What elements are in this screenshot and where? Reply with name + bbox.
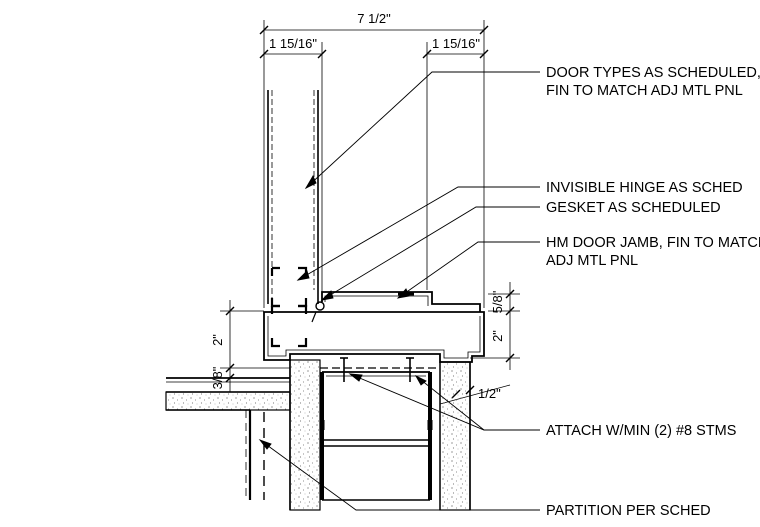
dimension-right-vertical — [470, 282, 520, 370]
leader-gasket — [320, 206, 540, 301]
leader-partition — [258, 439, 540, 511]
leader-door-types — [304, 71, 540, 190]
adjacent-partition — [165, 377, 291, 500]
dimension-jamb-return-label: 5/8" — [490, 290, 505, 313]
leader-jamb — [396, 241, 540, 299]
leader-attach — [348, 373, 540, 431]
dimension-jamb-depth-left-label: 2" — [210, 334, 225, 346]
note-hinge: INVISIBLE HINGE AS SCHED — [546, 180, 743, 196]
hinge-marker-upper — [270, 266, 308, 308]
leader-hinge — [296, 186, 540, 281]
note-partition: PARTITION PER SCHED — [546, 503, 711, 519]
dimension-right-leaf — [422, 42, 489, 290]
steel-stud — [319, 371, 433, 501]
note-jamb-line2: ADJ MTL PNL — [546, 253, 638, 269]
dimension-left-leaf-label: 1 15/16" — [269, 36, 317, 51]
hm-door-jamb — [263, 291, 485, 363]
door-leaf-left — [267, 90, 319, 304]
note-door-types-line1: DOOR TYPES AS SCHEDULED, — [546, 65, 760, 81]
dimension-reveal-label: 1/2" — [478, 386, 501, 401]
dimension-jamb-depth-right-label: 2" — [490, 330, 505, 342]
screw-left — [340, 357, 348, 382]
partition-wall — [289, 359, 471, 511]
hinge-marker-lower — [270, 304, 308, 348]
note-attach: ATTACH W/MIN (2) #8 STMS — [546, 423, 736, 439]
dimension-overall-label: 7 1/2" — [357, 11, 391, 26]
note-door-types-line2: FIN TO MATCH ADJ MTL PNL — [546, 83, 743, 99]
dimension-right-leaf-label: 1 15/16" — [432, 36, 480, 51]
note-jamb-line1: HM DOOR JAMB, FIN TO MATCH — [546, 235, 760, 251]
dimension-overall — [259, 20, 489, 308]
screw-right — [406, 357, 414, 382]
dimension-left-leaf — [259, 42, 327, 300]
note-gasket: GESKET AS SCHEDULED — [546, 200, 721, 216]
